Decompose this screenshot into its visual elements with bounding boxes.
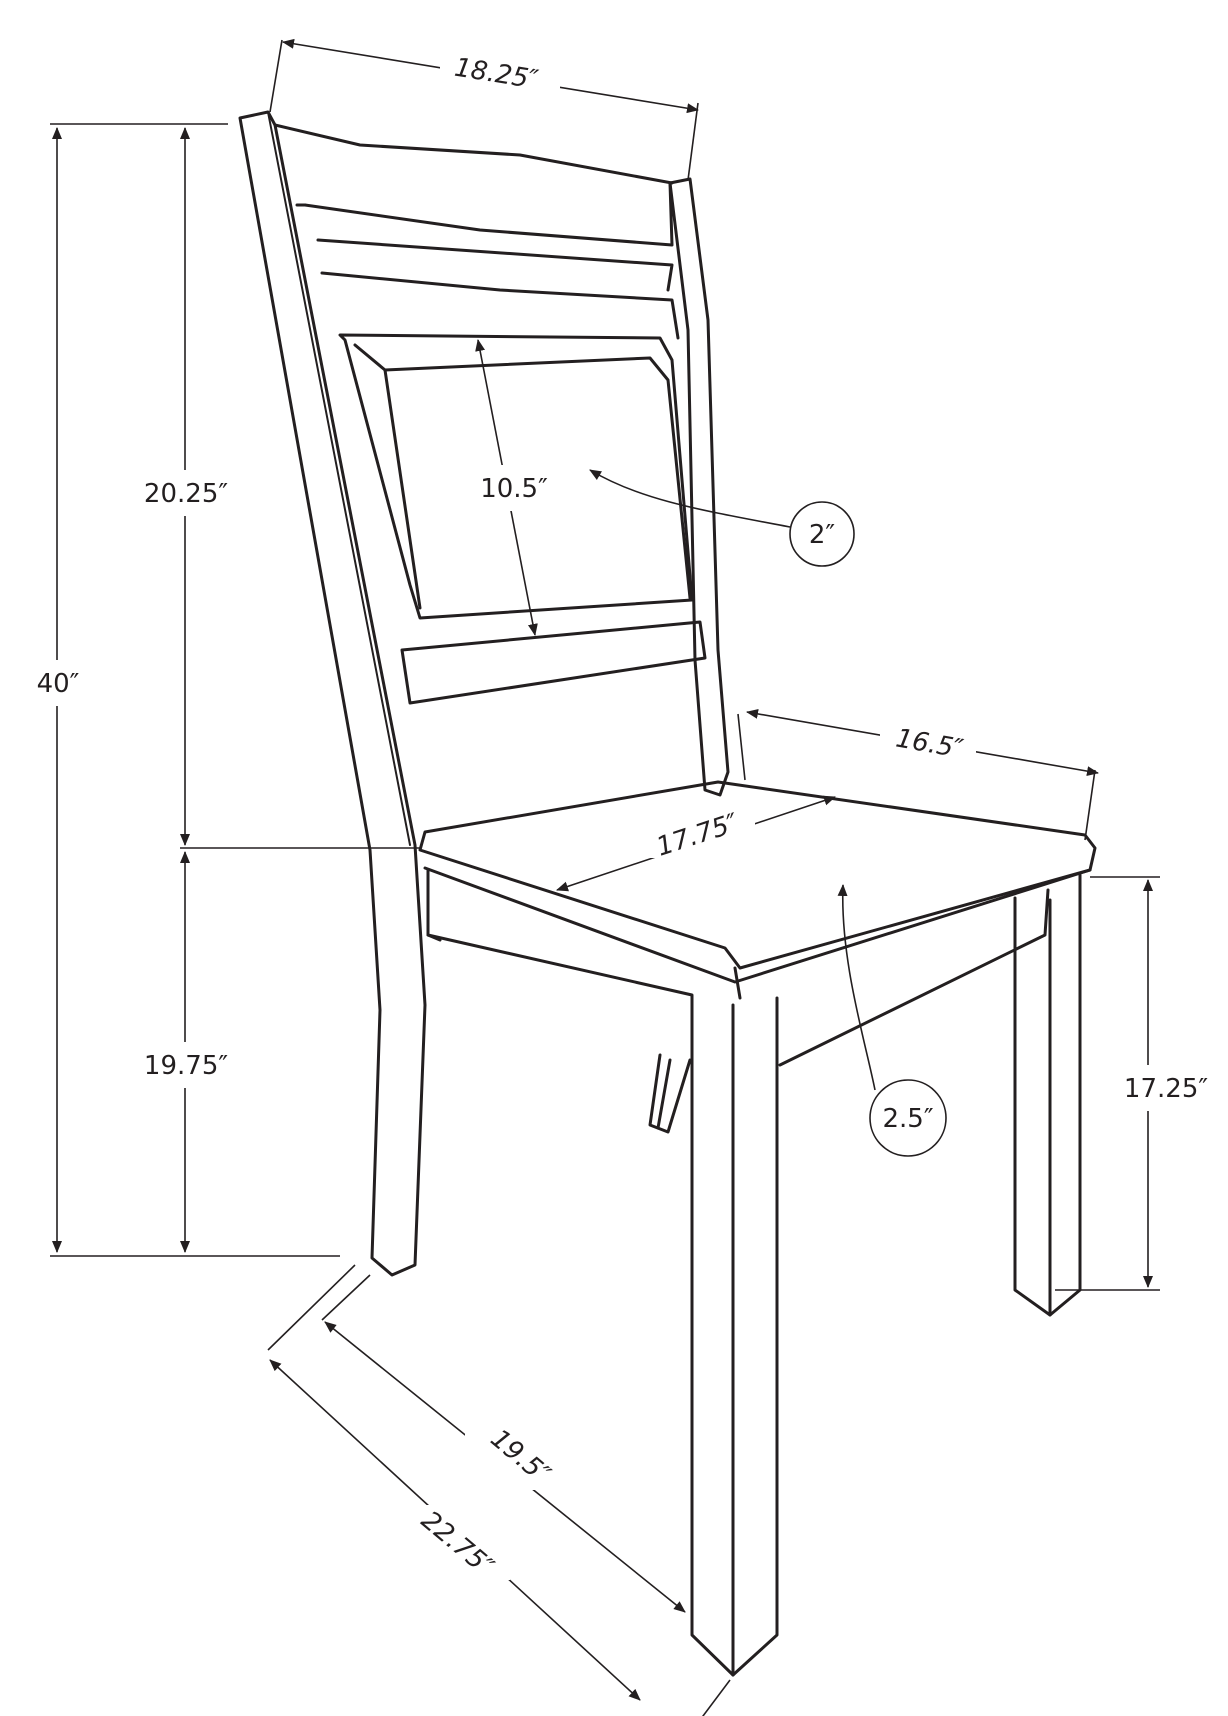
back-height-label: 20.25″ <box>144 479 228 509</box>
left-back-post <box>238 110 427 1277</box>
back-panel-label: 10.5″ <box>480 474 548 504</box>
seat-height-label: 19.75″ <box>144 1051 228 1081</box>
chair-outline <box>238 110 1097 1677</box>
front-right-leg <box>1013 873 1082 1317</box>
seat-top <box>418 780 1097 970</box>
overall-height-label: 40″ <box>37 669 80 699</box>
callout-circle-2-5in <box>869 1079 947 1157</box>
second-rail <box>316 238 674 292</box>
dimension-lines <box>50 38 1160 1716</box>
seat-thickness-label: 2.5″ <box>882 1104 933 1134</box>
callout-circle-2in <box>789 501 855 567</box>
lower-back-rail <box>400 620 707 705</box>
back-panel-thickness-label: 2″ <box>809 520 836 550</box>
top-rail <box>273 123 674 185</box>
leg-height-label: 17.25″ <box>1124 1074 1208 1104</box>
back-panel <box>338 333 694 620</box>
dimension-labels: 18.25″ 40″ 20.25″ 19.75″ 10.5″ 2″ 16.5″ … <box>37 53 1209 1583</box>
seat-apron <box>426 868 694 1012</box>
